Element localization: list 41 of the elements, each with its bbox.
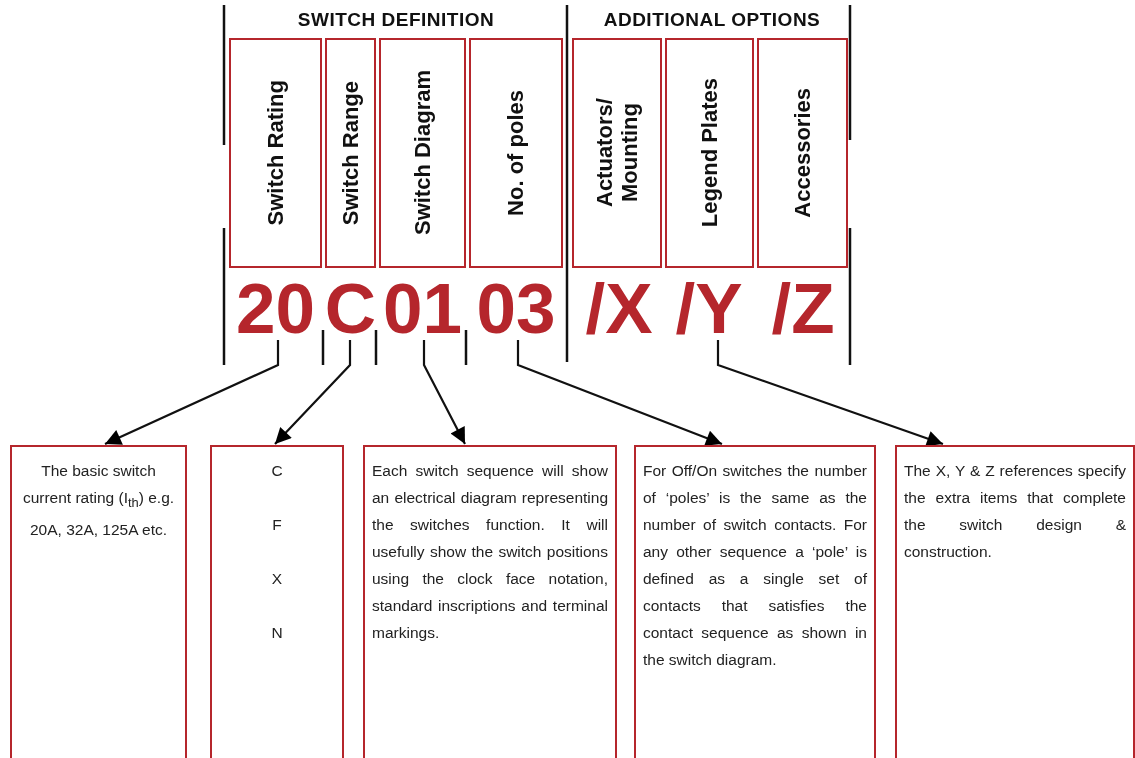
description-text: For Off/On switches the number of ‘poles’ is the same as the number of switch contacts. For any other sequence a ‘pole’ is defined as a single set of contacts that satisfies the contact sequence as shown in the switch diagram. (643, 461, 867, 670)
category-box (325, 38, 376, 268)
code-text: 20 (236, 281, 315, 338)
code-text: /X (585, 281, 653, 338)
leader-arrow (104, 340, 280, 445)
code-text: 01 (383, 281, 462, 338)
description-box (10, 445, 187, 758)
description-text: The basic switch current rating (I$_{th}$) e.g. 20A, 32A, 125A etc. (21, 461, 176, 541)
description-text: F (271, 515, 283, 535)
code-text: /Y (675, 281, 743, 338)
category-label: Accessories (789, 88, 816, 218)
code-text: /Z (771, 281, 835, 338)
category-label: Switch Range (337, 80, 364, 226)
category-label: Switch Diagram (409, 70, 436, 236)
description-text: The X, Y & Z references specify the extra items that complete the switch design & construction. (904, 461, 1126, 562)
category-box (229, 38, 322, 268)
category-box (572, 38, 662, 268)
description-text: C (270, 461, 284, 481)
category-label: Switch Rating (262, 80, 289, 226)
code-text: 03 (476, 281, 556, 338)
code-text: C (324, 281, 377, 338)
description-text: Each switch sequence will show an electrical diagram representing the switches function. It will usefully show the switch positions using the clock face notation, standard inscriptions and terminal markings. (372, 461, 608, 643)
category-box (665, 38, 754, 268)
leader-arrow (716, 340, 944, 447)
category-label: Actuators/ Mounting (591, 97, 643, 210)
description-text: N (270, 623, 284, 643)
category-box (757, 38, 848, 268)
description-box (210, 445, 344, 758)
category-box (379, 38, 466, 268)
category-box (469, 38, 563, 268)
leader-arrow (422, 340, 466, 445)
description-box (634, 445, 876, 758)
section-heading: ADDITIONAL OPTIONS (603, 9, 821, 31)
leader-arrow (516, 340, 723, 446)
description-box (895, 445, 1135, 758)
leader-arrow (274, 340, 352, 445)
category-label: Legend Plates (696, 78, 723, 228)
category-label: No. of poles (503, 90, 529, 216)
description-text: X (270, 569, 284, 589)
section-heading: SWITCH DEFINITION (297, 9, 495, 31)
description-box (363, 445, 617, 758)
